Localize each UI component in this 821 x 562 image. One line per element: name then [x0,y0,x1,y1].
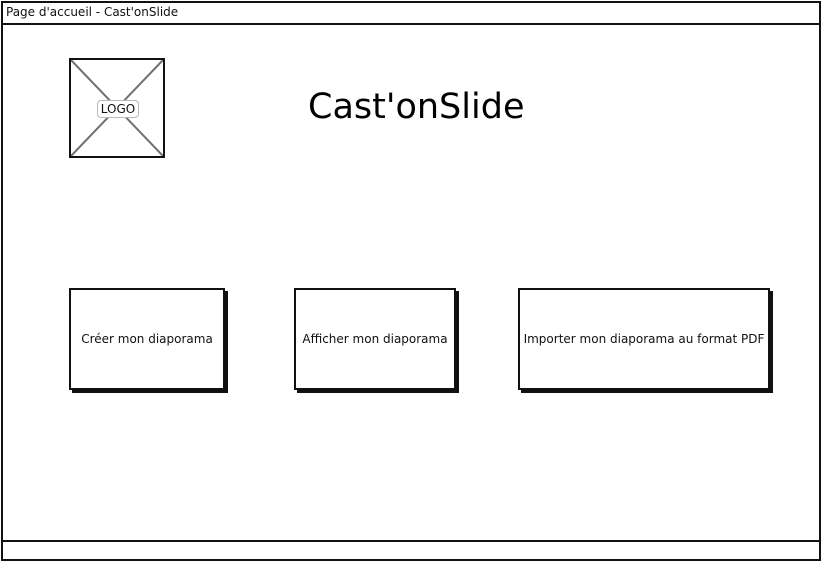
window-statusbar [3,540,819,559]
window-titlebar: Page d'accueil - Cast'onSlide [3,3,819,25]
display-slideshow-button[interactable]: Afficher mon diaporama [294,288,456,390]
window-title: Page d'accueil - Cast'onSlide [6,5,179,19]
create-slideshow-button[interactable]: Créer mon diaporama [69,288,225,390]
import-pdf-slideshow-label: Importer mon diaporama au format PDF [523,331,765,346]
logo-placeholder: LOGO [69,58,165,158]
page-title: Cast'onSlide [308,87,525,127]
display-slideshow-label: Afficher mon diaporama [302,331,448,346]
import-pdf-slideshow-button[interactable]: Importer mon diaporama au format PDF [518,288,770,390]
create-slideshow-label: Créer mon diaporama [81,331,213,346]
logo-label: LOGO [97,100,139,118]
